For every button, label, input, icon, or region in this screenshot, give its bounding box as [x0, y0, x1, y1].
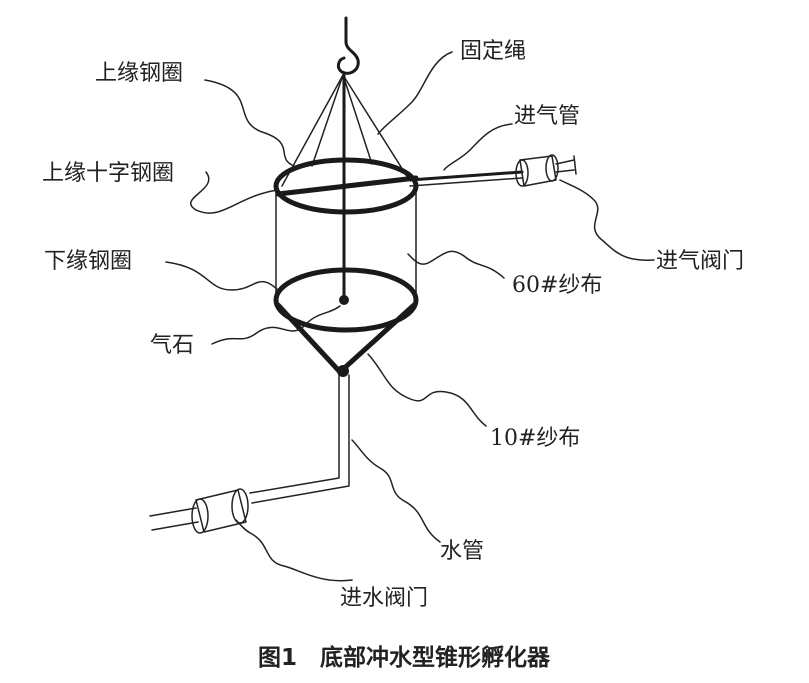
cone-tip: [337, 365, 349, 377]
leader-water-pipe: [351, 439, 441, 543]
label-gauze-60: 60#纱布: [512, 273, 602, 298]
water-inlet-valve-icon: [149, 488, 249, 534]
label-water-inlet-valve: 进水阀门: [340, 586, 428, 611]
label-air-inlet-pipe: 进气管: [514, 104, 580, 129]
water-pipe: [249, 374, 350, 504]
label-air-inlet-valve: 进气阀门: [656, 249, 744, 274]
label-lower-ring: 下缘钢圈: [44, 249, 132, 274]
leader-upper-cross-ring: [189, 171, 279, 214]
figure-caption: 图1 底部冲水型锥形孵化器: [258, 644, 551, 671]
leader-fixing-rope: [377, 51, 453, 135]
leader-air-stone: [211, 305, 341, 345]
lower-ring: [273, 267, 419, 333]
label-upper-cross-ring: 上缘十字钢圈: [42, 161, 174, 186]
label-air-stone: 气石: [150, 333, 194, 358]
label-upper-ring: 上缘钢圈: [95, 61, 183, 86]
leader-lines: [165, 51, 655, 582]
leader-gauze-60: [407, 250, 505, 279]
leader-lower-ring: [165, 261, 281, 293]
gauze-10-cone: [275, 302, 417, 375]
air-inlet-pipe: [408, 170, 524, 187]
label-fixing-rope: 固定绳: [460, 39, 526, 64]
air-stone: [339, 295, 349, 305]
label-water-pipe: 水管: [440, 539, 484, 564]
leader-upper-ring: [204, 79, 301, 169]
upper-cross-bar: [275, 175, 419, 197]
leader-water-inlet-valve: [235, 519, 353, 582]
label-gauze-10: 10#纱布: [490, 426, 580, 451]
leader-gauze-10: [367, 353, 487, 427]
leader-air-inlet-valve: [559, 179, 655, 261]
hook: [336, 16, 360, 75]
gauze-60-cylinder: [275, 183, 417, 301]
air-inlet-valve-icon: [515, 154, 577, 187]
leader-air-inlet-pipe: [443, 123, 513, 171]
